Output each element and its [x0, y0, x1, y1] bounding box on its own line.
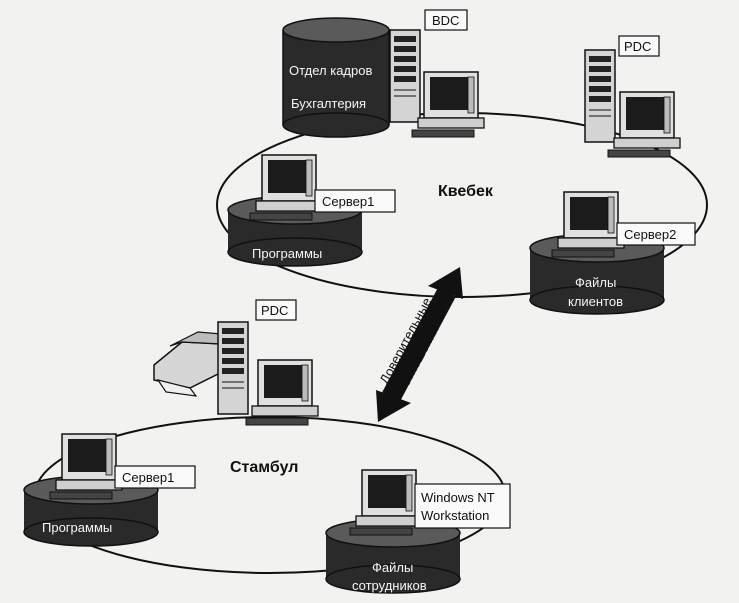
server2-tag: [616, 222, 696, 246]
pdc-tag-istanbul: [255, 299, 297, 321]
workstation-label-2: Workstation: [421, 508, 489, 523]
site-name-istanbul: Стамбул: [230, 459, 298, 476]
client-files-label-2: клиентов: [568, 294, 623, 309]
bdc-server: [389, 29, 485, 138]
server1-label-quebec: Сервер1: [322, 194, 374, 209]
programs-label-quebec: Программы: [252, 246, 322, 261]
pdc-server-istanbul: [217, 321, 319, 426]
printer: [153, 331, 223, 397]
db-label-accounting: Бухгалтерия: [291, 96, 366, 111]
bdc-tag: [424, 9, 468, 31]
bdc-label: BDC: [432, 13, 459, 28]
pdc-server-quebec: [584, 49, 681, 158]
site-name-quebec: Квебек: [438, 183, 494, 200]
server2-label: Сервер2: [624, 227, 676, 242]
server1-computer-quebec: [249, 154, 323, 221]
pdc-tag-quebec: [618, 35, 660, 57]
employee-files-label-2: сотрудников: [352, 578, 427, 593]
programs-label-istanbul: Программы: [42, 520, 112, 535]
database-cylinder: [282, 17, 390, 138]
workstation-label-1: Windows NT: [421, 490, 495, 505]
trust-relationship-arrow: [376, 267, 463, 422]
employee-files-label-1: Файлы: [372, 560, 413, 575]
pdc-label-istanbul: PDC: [261, 303, 288, 318]
server1-tag-istanbul: [114, 465, 196, 489]
server1-label-istanbul: Сервер1: [122, 470, 174, 485]
client-files-label-1: Файлы: [575, 275, 616, 290]
server2-computer: [551, 191, 625, 258]
server1-tag-quebec: [314, 189, 396, 213]
workstation-computer: [349, 469, 423, 536]
db-label-hr: Отдел кадров: [289, 63, 372, 78]
workstation-tag: [414, 483, 511, 529]
pdc-label-quebec: PDC: [624, 39, 651, 54]
server1-computer-istanbul: [49, 433, 123, 500]
